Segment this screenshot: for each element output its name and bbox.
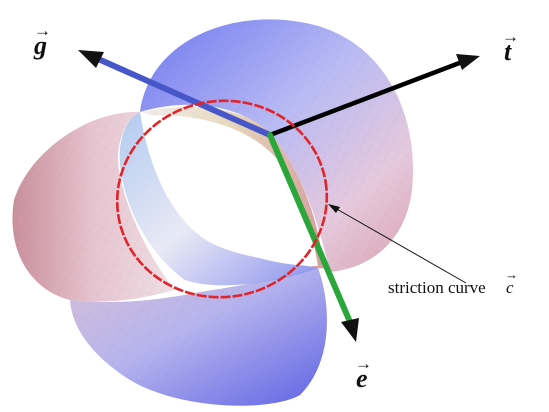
- label-t: t →: [502, 27, 519, 66]
- striction-curve-text: striction curve: [388, 278, 486, 297]
- striction-curve-label: striction curve c →: [388, 267, 518, 297]
- label-g-letter: g: [33, 31, 47, 60]
- label-t-letter: t: [504, 37, 512, 66]
- surface-back-lobe: [140, 19, 414, 272]
- label-e-letter: e: [356, 364, 368, 393]
- vector-g: [78, 50, 273, 138]
- vector-e: [267, 132, 359, 342]
- label-e-arrow: →: [355, 354, 372, 373]
- label-g-arrow: →: [34, 21, 51, 40]
- striction-curve-symbol: c: [506, 278, 514, 297]
- label-e: e →: [355, 354, 372, 393]
- striction-curve-symbol-arrow: →: [505, 267, 518, 282]
- throat-opening: [142, 115, 318, 266]
- surface-front-lobe: [70, 268, 327, 406]
- label-t-arrow: →: [502, 27, 519, 46]
- annotation-leader: [328, 204, 467, 284]
- label-g: g →: [33, 21, 51, 60]
- vector-t: [267, 54, 480, 138]
- striction-curve: [115, 99, 329, 299]
